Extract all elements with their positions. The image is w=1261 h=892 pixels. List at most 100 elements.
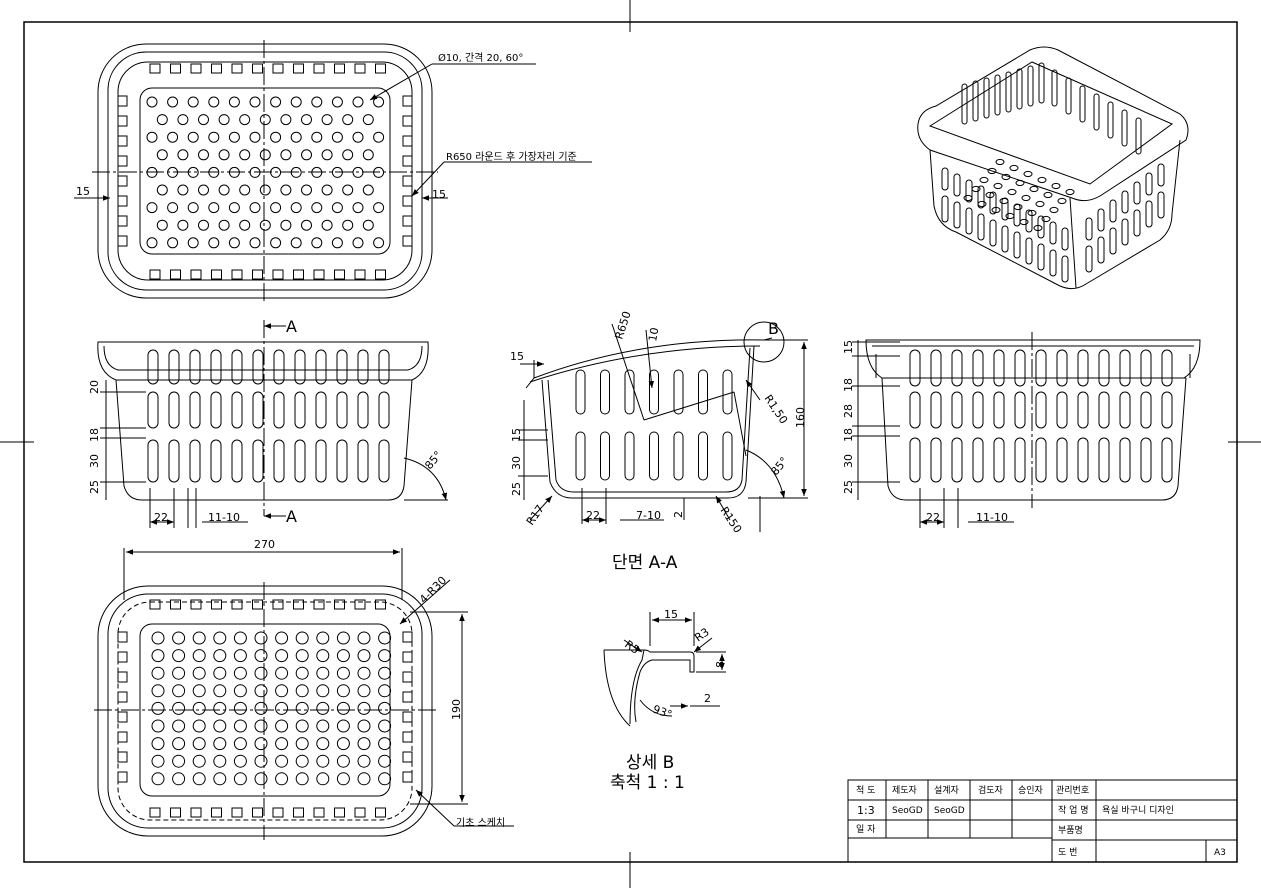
iso-hole	[1007, 188, 1017, 196]
section-slot-upper	[624, 369, 635, 415]
drain-hole	[156, 149, 168, 161]
side-slot-lower	[1098, 437, 1110, 483]
iso-slot	[989, 191, 997, 215]
drain-hole	[172, 737, 186, 751]
drain-hole	[259, 184, 271, 196]
rim-slot	[149, 807, 161, 818]
drain-hole	[172, 631, 186, 645]
rim-slot	[402, 711, 413, 723]
side-slot-middle	[1119, 391, 1131, 429]
drain-hole	[187, 202, 199, 214]
rim-slot	[334, 807, 345, 818]
drain-hole	[213, 719, 227, 733]
dim-r1-50-section: R1,50	[762, 392, 791, 426]
drain-hole	[254, 754, 268, 768]
section-slot-upper	[698, 369, 708, 415]
drain-hole	[254, 701, 268, 715]
iso-slot	[1157, 163, 1165, 187]
iso-inner-slot	[1135, 117, 1142, 155]
drain-hole	[218, 149, 230, 161]
tb-scale-header: 척 도	[856, 785, 875, 796]
drain-hole	[316, 631, 330, 645]
drain-hole	[177, 114, 189, 126]
drain-hole	[198, 219, 209, 231]
drain-hole	[373, 131, 385, 143]
drain-hole	[254, 631, 268, 645]
drain-hole	[218, 114, 230, 126]
rim-slot	[293, 63, 304, 74]
rim-slot	[375, 63, 386, 74]
side-slot-middle	[168, 391, 180, 429]
side-slot-upper	[1161, 349, 1173, 387]
rim-slot	[334, 63, 345, 74]
dim-18-side-b: 18	[842, 428, 855, 442]
drawing-border	[23, 21, 1238, 863]
side-slot-lower	[1161, 437, 1173, 483]
drain-hole	[301, 149, 312, 161]
drain-hole	[192, 754, 206, 768]
iso-hole	[979, 176, 989, 184]
side-slot-middle	[930, 391, 942, 429]
rim-slot	[375, 269, 386, 280]
iso-slot	[1097, 236, 1105, 264]
drain-hole	[373, 202, 385, 214]
drain-hole	[357, 631, 371, 645]
drain-hole	[192, 631, 206, 645]
rim-slot	[313, 807, 325, 818]
side-slot-lower	[189, 439, 201, 483]
rim-slot	[272, 63, 284, 74]
drain-hole	[275, 666, 289, 680]
dim-15-detail: 15	[664, 608, 678, 621]
drain-hole	[316, 719, 330, 733]
iso-slot	[1145, 200, 1153, 228]
drain-hole	[249, 202, 261, 214]
drain-hole	[249, 237, 261, 249]
side-slot-lower	[1056, 437, 1068, 483]
drain-hole	[213, 754, 227, 768]
side-slot-upper	[315, 349, 327, 385]
drain-hole	[233, 701, 247, 715]
round-edge-note: R650 라운드 후 가장자리 기준	[446, 151, 577, 163]
drain-hole	[301, 114, 312, 126]
iso-slot	[1013, 231, 1021, 259]
rim-slot	[117, 195, 128, 207]
side-slot-middle	[993, 391, 1005, 429]
section-title: 단면 A-A	[612, 553, 678, 573]
side-slot-upper	[993, 349, 1005, 387]
rim-slot	[117, 115, 128, 127]
drain-hole	[270, 237, 282, 249]
iso-hole	[1027, 209, 1037, 217]
rim-slot	[402, 631, 413, 643]
drain-hole	[316, 666, 330, 680]
drain-hole	[342, 219, 354, 231]
drain-hole	[167, 202, 179, 214]
front-view	[97, 320, 448, 528]
rim-slot	[117, 95, 128, 107]
rim-slot	[293, 599, 304, 610]
drain-hole	[239, 219, 251, 231]
side-slot-middle	[336, 391, 348, 429]
drain-hole	[177, 219, 189, 231]
iso-slot	[965, 207, 973, 235]
rim-slot	[402, 115, 413, 127]
side-slot-lower	[252, 439, 264, 483]
rim-slot	[211, 63, 222, 74]
drain-hole	[228, 202, 240, 214]
rim-slot	[117, 651, 128, 663]
drain-hole	[187, 131, 199, 143]
drain-hole	[378, 754, 392, 768]
drain-hole	[239, 149, 251, 161]
dim-160-section: 160	[794, 407, 807, 428]
side-slot-lower	[315, 439, 327, 483]
iso-hole	[1041, 215, 1051, 223]
drain-hole	[270, 131, 282, 143]
drain-hole	[378, 684, 392, 698]
side-slot-lower	[951, 437, 963, 483]
rim-slot	[190, 807, 202, 818]
drain-hole	[316, 701, 330, 715]
iso-hole	[993, 182, 1003, 190]
rim-slot	[211, 269, 222, 280]
side-slot-middle	[909, 391, 921, 429]
iso-slot	[977, 213, 985, 241]
iso-inner-slot	[994, 74, 1001, 116]
